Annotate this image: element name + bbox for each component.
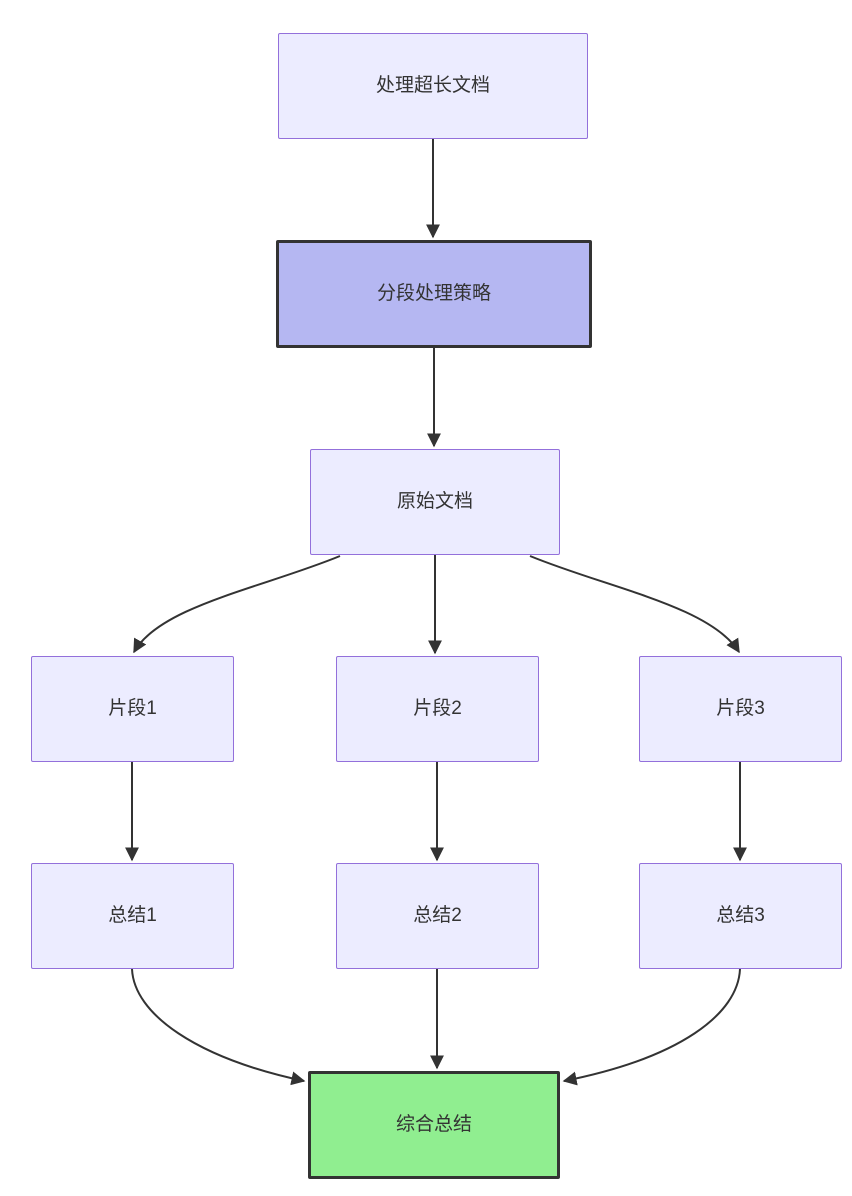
node-combined-summary: 综合总结 — [308, 1071, 560, 1179]
node-summary-3: 总结3 — [639, 863, 842, 969]
node-label: 处理超长文档 — [375, 74, 490, 96]
node-label: 片段2 — [413, 697, 462, 719]
node-original-document: 原始文档 — [310, 449, 560, 555]
edge-source-to-chunk1 — [133, 555, 341, 654]
node-summary-1: 总结1 — [31, 863, 234, 969]
node-label: 总结1 — [108, 904, 157, 926]
node-label: 分段处理策略 — [376, 282, 491, 304]
node-chunk-3: 片段3 — [639, 656, 842, 762]
node-label: 综合总结 — [395, 1113, 472, 1135]
node-label: 片段3 — [716, 697, 765, 719]
edge-summary3-to-final — [562, 968, 741, 1086]
node-chunk-1: 片段1 — [31, 656, 234, 762]
node-process-long-document: 处理超长文档 — [278, 33, 588, 139]
node-label: 总结2 — [413, 904, 462, 926]
node-segmentation-strategy: 分段处理策略 — [276, 240, 592, 348]
edge-source-to-chunk3 — [529, 555, 740, 654]
node-summary-2: 总结2 — [336, 863, 539, 969]
edge-summary1-to-final — [131, 968, 306, 1086]
node-chunk-2: 片段2 — [336, 656, 539, 762]
node-label: 总结3 — [716, 904, 765, 926]
node-label: 片段1 — [108, 697, 157, 719]
node-label: 原始文档 — [396, 490, 473, 512]
